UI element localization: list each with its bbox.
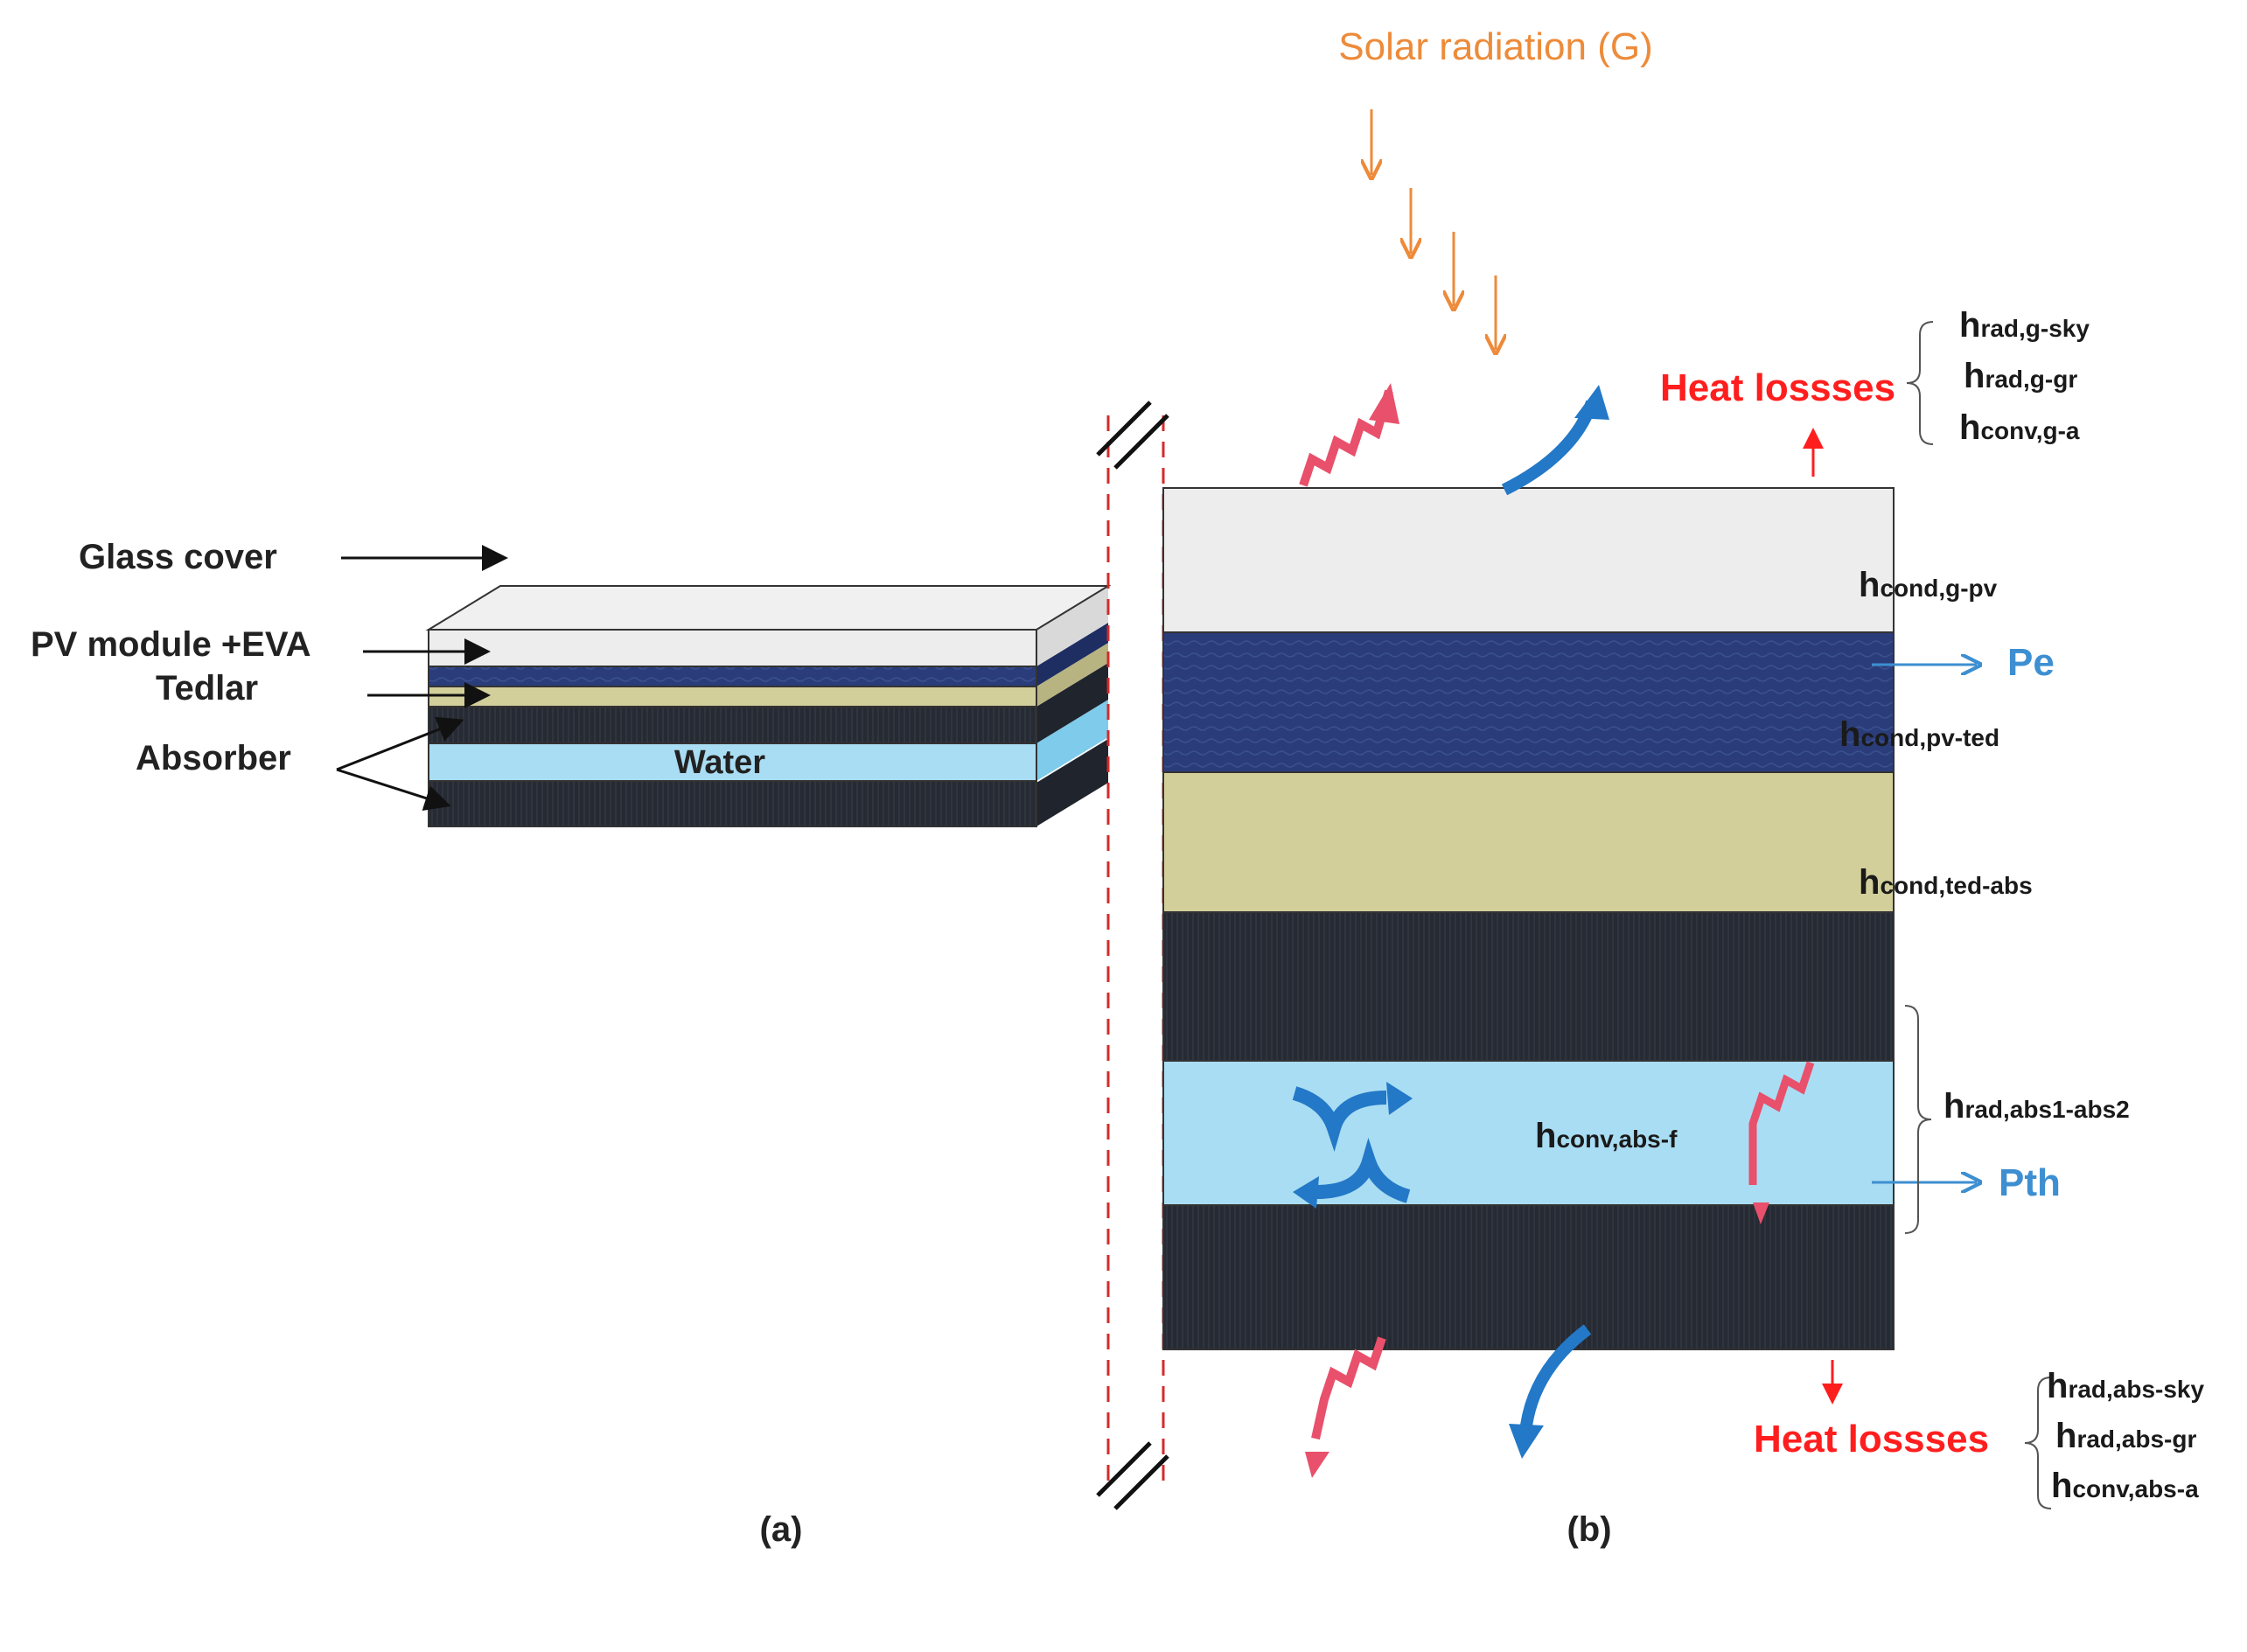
brace-middle [1904,1005,1932,1234]
panel-a-caption: (a) [760,1510,803,1549]
panel-b-caption: (b) [1567,1510,1611,1549]
panel-a: Water Glass cover PV module +EVA Tedlar … [31,538,1112,1549]
absorber-label: Absorber [136,739,291,777]
b-layer-pv [1162,631,1895,773]
panel-b: Solar radiation (G) Heat lossses hrad,g-… [1162,25,2205,1549]
heat-losses-top-label: Heat lossses [1660,366,1895,409]
glass-cover-label: Glass cover [79,538,277,576]
coef-cond-pv-ted: hcond,pv-ted [1839,715,1999,754]
absorber-pointer-arrow-1 [336,716,464,771]
coef-rad-abs1-abs2: hrad,abs1-abs2 [1943,1087,2130,1126]
coef-rad-g-sky: hrad,g-sky [1959,306,2090,345]
coef-rad-abs-gr: hrad,abs-gr [2055,1417,2196,1455]
pth-label: Pth [1999,1161,2061,1204]
tedlar-label: Tedlar [156,669,258,708]
convection-up-arrow [1501,385,1609,496]
b-layer-glass [1162,487,1895,633]
coef-conv-abs-a: hconv,abs-a [2051,1467,2199,1505]
layer-absorber2-front [428,780,1037,827]
layer-absorber1-front [428,706,1037,744]
solar-radiation-label: Solar radiation (G) [1338,25,1652,68]
brace-top [1906,321,1934,445]
radiation-internal-arrow [1748,1061,1815,1224]
coef-cond-ted-abs: hcond,ted-abs [1859,863,2033,902]
coef-rad-g-gr: hrad,g-gr [1964,357,2077,395]
layer-glass-front [428,629,1037,667]
water-convection-arrows [1292,1082,1413,1209]
coef-conv-g-a: hconv,g-a [1959,408,2080,447]
layer-pv-front [428,666,1037,687]
water-label: Water [674,744,765,781]
connector [1096,401,1169,1510]
coef-rad-abs-sky: hrad,abs-sky [2047,1367,2205,1405]
b-layer-absorber-2 [1162,1204,1895,1350]
radiation-down-arrow [1305,1336,1386,1478]
stack-side-faces [1036,586,1108,826]
glass-top-face [425,585,1112,631]
b-layer-absorber-1 [1162,911,1895,1062]
coef-cond-g-pv: hcond,g-pv [1859,566,1998,604]
brace-bottom [2024,1377,2052,1509]
radiation-up-arrow [1299,383,1399,487]
heat-losses-bottom-label: Heat lossses [1754,1418,1989,1460]
b-layer-water [1162,1060,1895,1206]
coef-conv-abs-f: hconv,abs-f [1535,1117,1678,1155]
convection-down-arrow [1509,1324,1592,1459]
pe-label: Pe [2007,641,2055,684]
layer-tedlar-front [428,686,1037,708]
absorber-pointer-arrow-2 [336,768,451,811]
pv-module-label: PV module +EVA [31,625,311,664]
b-layer-tedlar [1162,771,1895,913]
solar-arrows [1371,109,1496,350]
